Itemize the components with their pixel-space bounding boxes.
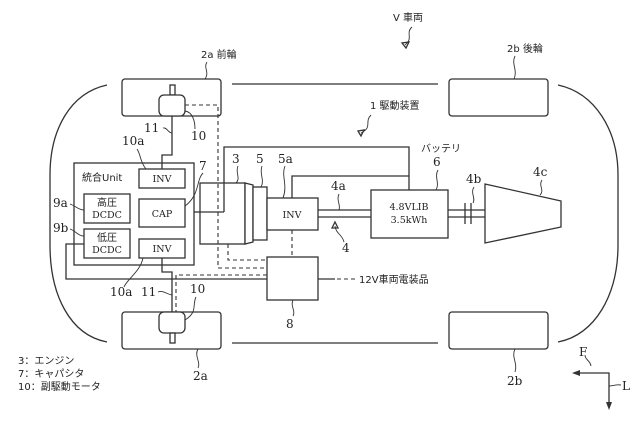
ref-11-bottom: 11 [141,285,156,299]
accessories-label: 12V車両電装品 [359,273,429,286]
legend: 3：エンジン 7：キャパシタ 10：副駆動モータ [18,356,101,393]
ref-8: 8 [286,317,294,331]
hv-dcdc [83,193,131,224]
drive-shaft [318,209,485,218]
ref-4c: 4c [533,165,548,179]
lv-dcdc-label-2: DCDC [92,245,122,256]
direction-forward-label: F [579,345,587,359]
legend-item: 10：副駆動モータ [18,380,101,393]
coupling [464,203,472,224]
main-inverter-label: INV [283,210,302,221]
rear-wheel-top [448,78,549,117]
battery-spec-1: 4.8VLIB [389,202,428,213]
control-wiring [175,104,293,312]
ref-9a: 9a [53,196,68,210]
transmission [484,183,562,244]
ref-10-top: 10 [191,129,206,143]
junction-box [266,256,319,301]
ref-4b: 4b [466,172,482,186]
front-wheel-label: 2a 前輪 [201,48,237,61]
battery [370,189,449,239]
direction-left-label: L [622,379,630,393]
lv-dcdc [83,228,131,259]
capacitor-label: CAP [152,209,173,220]
hv-dcdc-label-2: DCDC [92,210,122,221]
front-wheel-bottom-ref: 2a [193,369,208,383]
ref-6: 6 [433,155,441,169]
ref-7: 7 [199,159,207,173]
power-wiring [65,116,410,312]
ref-9b: 9b [53,221,69,235]
lv-dcdc-label-1: 低圧 [97,231,117,244]
drive-device-label: 1 駆動装置 [370,99,420,112]
rear-wheel-bottom-ref: 2b [507,374,523,388]
sub-drive-motor-bottom [158,311,186,344]
capacitor [138,198,186,228]
rear-wheel-bottom [448,311,549,350]
integrated-unit-label: 統合Unit [82,171,122,184]
ref-3: 3 [232,152,240,166]
battery-name: バッテリ [421,143,461,155]
engine [199,182,254,245]
vehicle-label: V 車両 [393,11,423,24]
ref-5a: 5a [278,152,293,166]
inverter-top-label: INV [153,174,172,185]
ref-4a: 4a [331,179,346,193]
legend-item: 7：キャパシタ [18,368,84,380]
vehicle-outline [49,83,619,344]
ref-11-top: 11 [144,121,159,135]
generator-motor [252,186,268,241]
ref-10-bottom: 10 [190,282,205,296]
battery-spec-2: 3.5kWh [391,215,428,226]
rear-wheel-label: 2b 後輪 [507,42,543,55]
ref-10a-bottom: 10a [110,285,132,299]
direction-indicator: F L [572,345,630,410]
inverter-bottom-label: INV [153,244,172,255]
ref-10a-top: 10a [122,134,144,148]
ref-4: 4 [342,241,350,255]
hv-dcdc-label-1: 高圧 [97,196,117,209]
legend-item: 3：エンジン [18,356,74,367]
ref-5: 5 [256,152,264,166]
